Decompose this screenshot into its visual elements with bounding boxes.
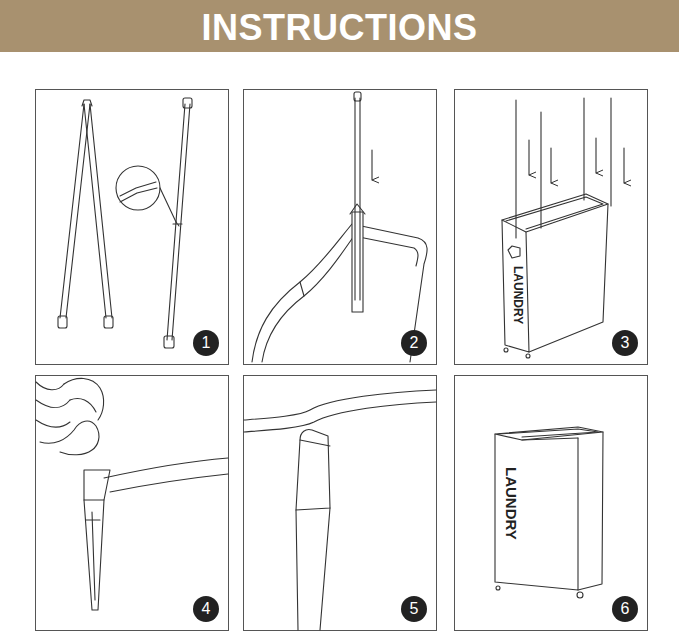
callout-circle: 3 <box>612 330 638 356</box>
callout-number: 3 <box>621 335 630 351</box>
basket-label: LAUNDRY <box>512 266 524 324</box>
basket-label: LAUNDRY <box>504 467 519 540</box>
callout-circle: 1 <box>193 330 219 356</box>
callout-circle: 5 <box>401 596 427 622</box>
callout-number: 6 <box>621 601 630 617</box>
title-text: INSTRUCTIONS <box>0 0 679 52</box>
callout-circle: 6 <box>612 596 638 622</box>
callout-number: 4 <box>202 601 211 617</box>
callout-number: 2 <box>410 335 419 351</box>
callout-circle: 2 <box>401 330 427 356</box>
callout-number: 5 <box>410 601 419 617</box>
callout-circle: 4 <box>193 596 219 622</box>
callout-number: 1 <box>202 335 211 351</box>
